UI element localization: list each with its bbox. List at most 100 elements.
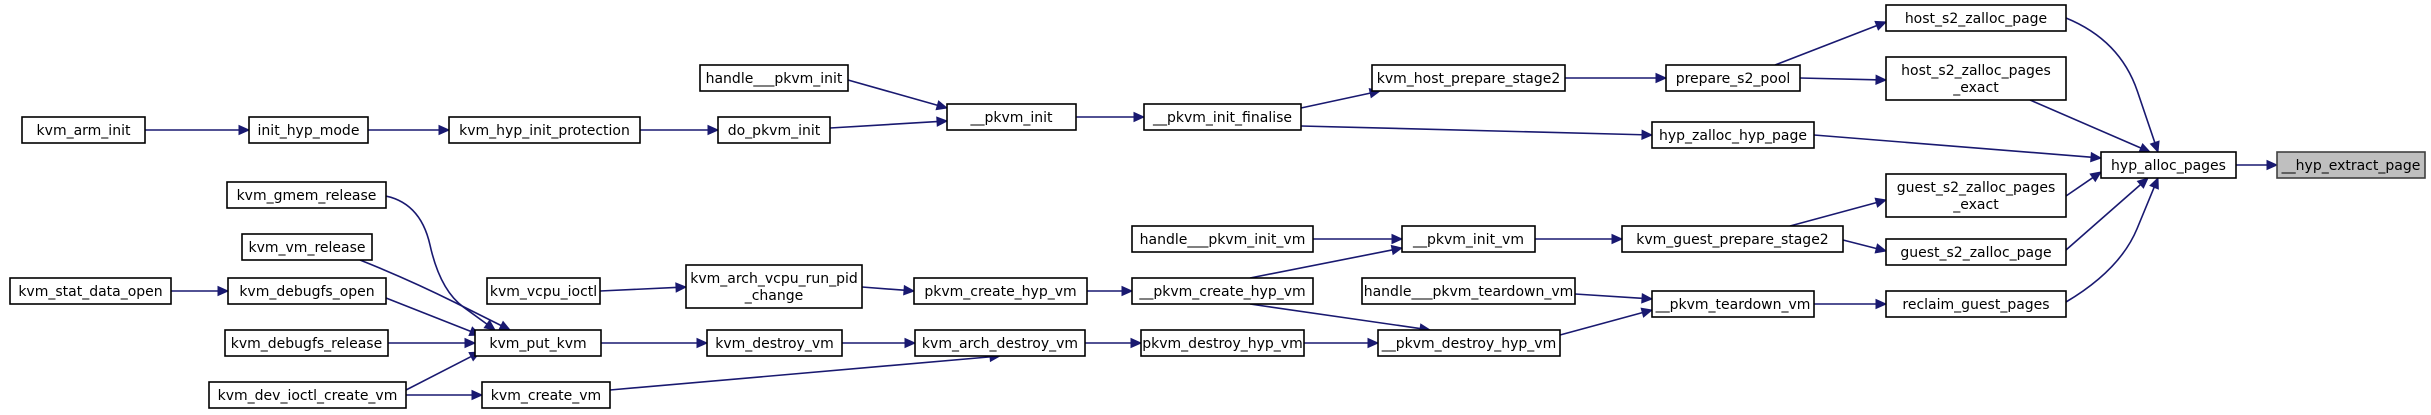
edge-n35-to-n30: [388, 337, 477, 349]
node-label: host_s2_zalloc_page: [1905, 11, 2047, 27]
edge-n33-to-n30: [385, 297, 482, 337]
node-pkvm-destroy-hyp-vm[interactable]: __pkvm_destroy_hyp_vm: [1377, 329, 1561, 357]
node-label: hyp_zalloc_hyp_page: [1659, 128, 1807, 144]
node-kvm-vcpu-ioctl[interactable]: kvm_vcpu_ioctl: [486, 277, 601, 305]
edge-n1-to-n0: [2236, 159, 2279, 171]
node-label: kvm_host_prepare_stage2: [1377, 71, 1561, 87]
arrowhead-icon: [1875, 74, 1888, 86]
node-host-s2-zalloc-pages-exact[interactable]: host_s2_zalloc_pages_exact: [1885, 56, 2067, 101]
node-box: [486, 277, 601, 305]
edge-n8-to-n3: [1799, 74, 1888, 86]
arrowhead-icon: [483, 319, 496, 331]
node-kvm-put-kvm[interactable]: kvm_put_kvm: [474, 329, 602, 357]
edge-line: [2065, 176, 2094, 197]
node-kvm-arch-vcpu-run-pid-change[interactable]: kvm_arch_vcpu_run_pid_change: [685, 264, 863, 309]
arrowhead-icon: [1640, 307, 1654, 318]
edge-n13-to-n11: [829, 116, 949, 129]
arrowhead-icon: [1130, 337, 1143, 349]
node-handle-pkvm-teardown-vm[interactable]: handle___pkvm_teardown_vm: [1361, 277, 1576, 305]
node-label: __pkvm_init_vm: [1412, 232, 1524, 248]
arrowhead-icon: [1121, 285, 1134, 297]
node-prepare-s2-pool[interactable]: prepare_s2_pool: [1665, 64, 1801, 92]
edge-line: [1300, 125, 1643, 136]
node-hyp-zalloc-hyp-page[interactable]: hyp_zalloc_hyp_page: [1651, 121, 1815, 149]
edge-n22-to-n21: [861, 284, 916, 296]
node-kvm-vm-release[interactable]: kvm_vm_release: [241, 233, 373, 261]
node-guest-s2-zalloc-pages-exact[interactable]: guest_s2_zalloc_pages_exact: [1885, 173, 2067, 218]
node-pkvm-create-hyp-vm[interactable]: pkvm_create_hyp_vm: [913, 277, 1088, 305]
edge-n21-to-n20: [1087, 285, 1134, 297]
node-kvm-create-vm[interactable]: kvm_create_vm: [481, 381, 611, 409]
edge-line: [1559, 311, 1643, 336]
node-box: [1377, 329, 1561, 357]
edge-line: [861, 286, 905, 292]
node-handle-pkvm-init-vm[interactable]: handle___pkvm_init_vm: [1131, 225, 1314, 253]
edge-line: [1789, 201, 1877, 227]
node-label: kvm_put_kvm: [489, 336, 586, 352]
node-label: __pkvm_create_hyp_vm: [1138, 284, 1305, 300]
node-init-hyp-mode[interactable]: init_hyp_mode: [248, 116, 369, 144]
arrowhead-icon: [2266, 159, 2279, 171]
node-kvm-stat-data-open[interactable]: kvm_stat_data_open: [9, 277, 172, 305]
edge-n27-to-n26: [1304, 337, 1380, 349]
arrowhead-icon: [464, 337, 477, 349]
node-box: [1361, 277, 1576, 305]
node-label: kvm_vm_release: [248, 240, 365, 256]
node-box: [1651, 121, 1815, 149]
node-label: kvm_stat_data_open: [18, 284, 162, 300]
edge-line: [2065, 186, 2155, 303]
node-pkvm-create-hyp-vm[interactable]: __pkvm_create_hyp_vm: [1131, 277, 1314, 305]
node-label: guest_s2_zalloc_pages: [1897, 180, 2056, 196]
node-kvm-arm-init[interactable]: kvm_arm_init: [21, 116, 146, 144]
node-hyp-alloc-pages[interactable]: hyp_alloc_pages: [2100, 151, 2237, 179]
edge-n15-to-n14: [368, 124, 451, 136]
edge-n24-to-n7: [1814, 298, 1888, 310]
node-label: reclaim_guest_pages: [1902, 297, 2049, 313]
node-kvm-gmem-release[interactable]: kvm_gmem_release: [226, 181, 387, 209]
node-kvm-arch-destroy-vm[interactable]: kvm_arch_destroy_vm: [914, 329, 1086, 357]
node-label: __pkvm_init: [969, 110, 1053, 126]
node-kvm-dev-ioctl-create-vm[interactable]: kvm_dev_ioctl_create_vm: [208, 381, 407, 409]
node-pkvm-init[interactable]: __pkvm_init: [946, 103, 1077, 131]
node-pkvm-destroy-hyp-vm[interactable]: pkvm_destroy_hyp_vm: [1140, 329, 1305, 357]
node-kvm-destroy-vm[interactable]: kvm_destroy_vm: [706, 329, 843, 357]
edge-line: [599, 286, 677, 292]
arrowhead-icon: [471, 389, 484, 401]
node-hyp-extract-page[interactable]: __hyp_extract_page: [2276, 151, 2426, 179]
edge-n3-to-n1: [2029, 99, 2152, 153]
node-pkvm-init-vm[interactable]: __pkvm_init_vm: [1401, 225, 1536, 253]
node-box: [9, 277, 172, 305]
node-kvm-host-prepare-stage2[interactable]: kvm_host_prepare_stage2: [1371, 64, 1566, 92]
node-kvm-hyp-init-protection[interactable]: kvm_hyp_init_protection: [448, 116, 641, 144]
arrowhead-icon: [1874, 197, 1888, 208]
node-box: [1885, 238, 2067, 266]
edge-line: [1300, 92, 1371, 109]
node-box: [1665, 64, 1801, 92]
edge-line: [379, 194, 488, 325]
node-box: [481, 381, 611, 409]
node-handle-pkvm-init[interactable]: handle___pkvm_init: [699, 64, 849, 92]
node-label: kvm_dev_ioctl_create_vm: [218, 388, 398, 404]
arrowhead-icon: [904, 337, 917, 349]
node-kvm-debugfs-release[interactable]: kvm_debugfs_release: [224, 329, 389, 357]
node-reclaim-guest-pages[interactable]: reclaim_guest_pages: [1885, 290, 2067, 318]
node-label: kvm_arm_init: [37, 123, 131, 139]
node-label: kvm_guest_prepare_stage2: [1636, 232, 1828, 248]
node-pkvm-init-finalise[interactable]: __pkvm_init_finalise: [1143, 103, 1302, 131]
node-do-pkvm-init[interactable]: do_pkvm_init: [717, 116, 831, 144]
node-label: __hyp_extract_page: [2281, 158, 2421, 174]
edge-n36-to-n30: [405, 351, 482, 391]
arrowhead-icon: [2090, 151, 2103, 163]
node-host-s2-zalloc-page[interactable]: host_s2_zalloc_page: [1885, 4, 2067, 32]
edge-n37-to-n28: [609, 351, 1002, 391]
node-guest-s2-zalloc-page[interactable]: guest_s2_zalloc_page: [1885, 238, 2067, 266]
node-label: kvm_destroy_vm: [715, 336, 834, 352]
edge-n2-to-n1: [2065, 17, 2160, 154]
node-box: [248, 116, 369, 144]
arrowhead-icon: [2149, 140, 2160, 154]
node-box: [1885, 4, 2067, 32]
node-kvm-guest-prepare-stage2[interactable]: kvm_guest_prepare_stage2: [1621, 225, 1844, 253]
node-kvm-debugfs-open[interactable]: kvm_debugfs_open: [227, 277, 387, 305]
node-pkvm-teardown-vm[interactable]: __pkvm_teardown_vm: [1651, 290, 1815, 318]
arrowhead-icon: [217, 285, 230, 297]
